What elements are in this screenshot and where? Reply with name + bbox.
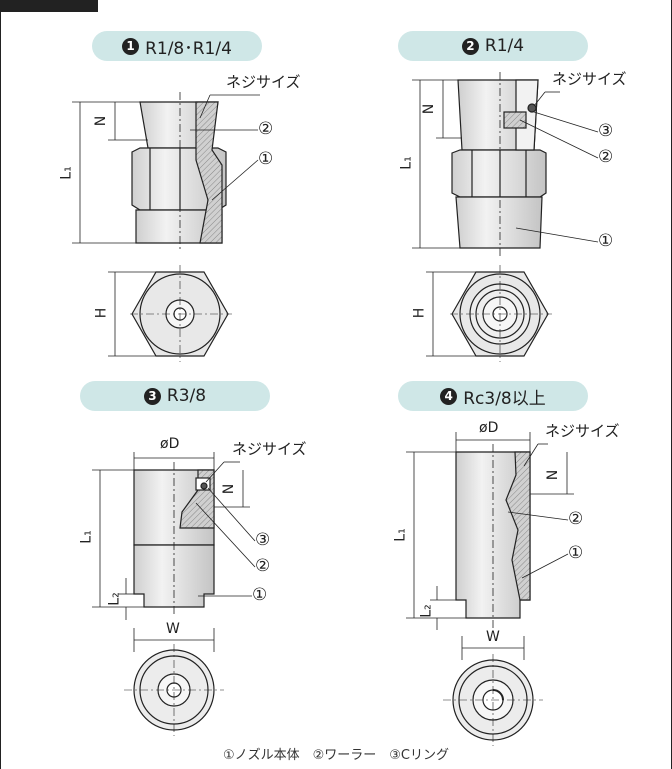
panel-3-side-view xyxy=(133,462,215,616)
panel-1-dimensions xyxy=(72,94,260,244)
panel-3-dim-N: N xyxy=(221,483,238,495)
panel-2-callout-3: ③ xyxy=(598,121,614,141)
panel-2-callout-2: ② xyxy=(598,147,614,167)
header-tab xyxy=(0,0,98,12)
panel-1-dim-L1: L₁ xyxy=(58,166,75,180)
panel-1-dim-H-text: H xyxy=(93,307,110,319)
panel-4-dim-D: øD xyxy=(479,420,499,436)
panel-3-number: 3 xyxy=(143,387,161,405)
panel-3-title-text: R3/8 xyxy=(166,386,207,406)
panel-2-dimensions xyxy=(412,79,599,249)
panel-2-number: 2 xyxy=(461,37,479,55)
panel-1-title: 1 R1/8･R1/4 xyxy=(92,31,262,61)
panel-2-side-view xyxy=(451,72,547,256)
panel-1-callout-2: ② xyxy=(258,119,274,139)
panel-2-dim-N: N xyxy=(421,103,438,115)
panel-2-title: 2 R1/4 xyxy=(398,31,588,61)
panel-1-top-view xyxy=(130,265,232,362)
panel-2-top-view xyxy=(450,265,552,362)
panel-3-dim-W: W xyxy=(166,621,180,637)
parts-legend: ①ノズル本体 ②ワーラー ③Cリング xyxy=(222,748,450,763)
panel-4-top-view xyxy=(443,636,543,746)
panel-2-callout-1: ① xyxy=(598,231,614,251)
panel-3-title: 3 R3/8 xyxy=(80,381,270,411)
panel-4-thread-size-label: ネジサイズ xyxy=(545,422,620,440)
panel-2-dim-H-text: H xyxy=(411,307,428,319)
panel-1-thread-size-label: ネジサイズ xyxy=(226,73,301,91)
panel-3-thread-size-label: ネジサイズ xyxy=(232,440,307,458)
panel-3-top-view xyxy=(124,628,224,736)
panel-3-dim-L2: L₂ xyxy=(106,592,123,606)
panel-1-callout-1: ① xyxy=(258,149,274,169)
panel-4-side-view xyxy=(455,444,531,628)
panel-3-dim-D: øD xyxy=(160,436,180,452)
panel-2-title-text: R1/4 xyxy=(484,36,525,56)
panel-4-dimensions xyxy=(406,432,574,630)
panel-4-number: 4 xyxy=(440,387,458,405)
panel-3-dim-L1: L₁ xyxy=(78,530,95,544)
panel-4-dim-L2: L₂ xyxy=(418,604,435,618)
panel-3-callout-2: ② xyxy=(255,556,271,576)
panel-1-dim-N: N xyxy=(93,115,110,127)
panel-1-side-view xyxy=(131,92,227,252)
panel-1-title-text: R1/8･R1/4 xyxy=(145,38,232,59)
panel-1-number: 1 xyxy=(122,37,140,55)
panel-4-dim-W: W xyxy=(486,629,500,645)
panel-2-thread-size-label: ネジサイズ xyxy=(552,70,627,88)
panel-3-callout-1: ① xyxy=(252,585,268,605)
panel-2-dim-L1: L₁ xyxy=(398,156,415,170)
panel-2-dim-H xyxy=(426,271,476,357)
panel-4-callout-2: ② xyxy=(568,509,584,529)
panel-1-dim-H xyxy=(108,271,156,357)
panel-3-dimensions xyxy=(92,452,256,620)
panel-3-callout-3: ③ xyxy=(255,530,271,550)
panel-4-callout-1: ① xyxy=(568,543,584,563)
panel-4-dim-L1: L₁ xyxy=(392,528,409,542)
panel-4-title: 4 Rc3/8以上 xyxy=(398,381,588,411)
panel-4-dim-N: N xyxy=(545,469,562,481)
panel-4-title-text: Rc3/8以上 xyxy=(463,388,546,409)
